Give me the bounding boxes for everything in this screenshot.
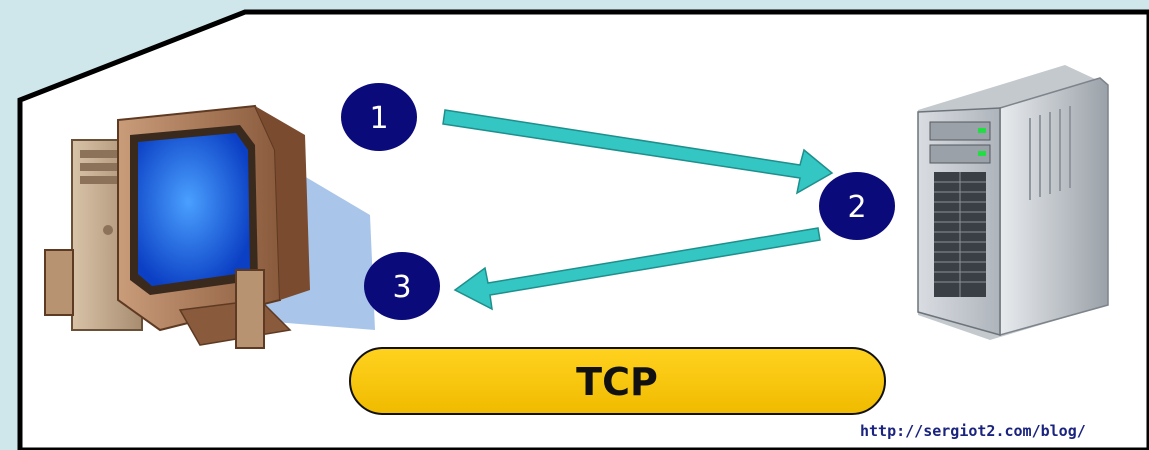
arrow-response bbox=[453, 227, 821, 311]
step-2-marker: 2 bbox=[819, 172, 895, 240]
step-1-label: 1 bbox=[369, 101, 388, 136]
arrow-request bbox=[442, 109, 834, 195]
step-2-label: 2 bbox=[847, 190, 866, 225]
step-3-label: 3 bbox=[392, 270, 411, 305]
step-1-marker: 1 bbox=[341, 83, 417, 151]
protocol-label: TCP bbox=[576, 360, 658, 404]
server-tower-icon bbox=[917, 65, 1109, 340]
diagram-panel bbox=[17, 9, 1149, 450]
protocol-pill: TCP bbox=[349, 347, 886, 415]
step-3-marker: 3 bbox=[364, 252, 440, 320]
source-url: http://sergiot2.com/blog/ bbox=[860, 422, 1086, 440]
desktop-computer-icon bbox=[44, 104, 375, 349]
